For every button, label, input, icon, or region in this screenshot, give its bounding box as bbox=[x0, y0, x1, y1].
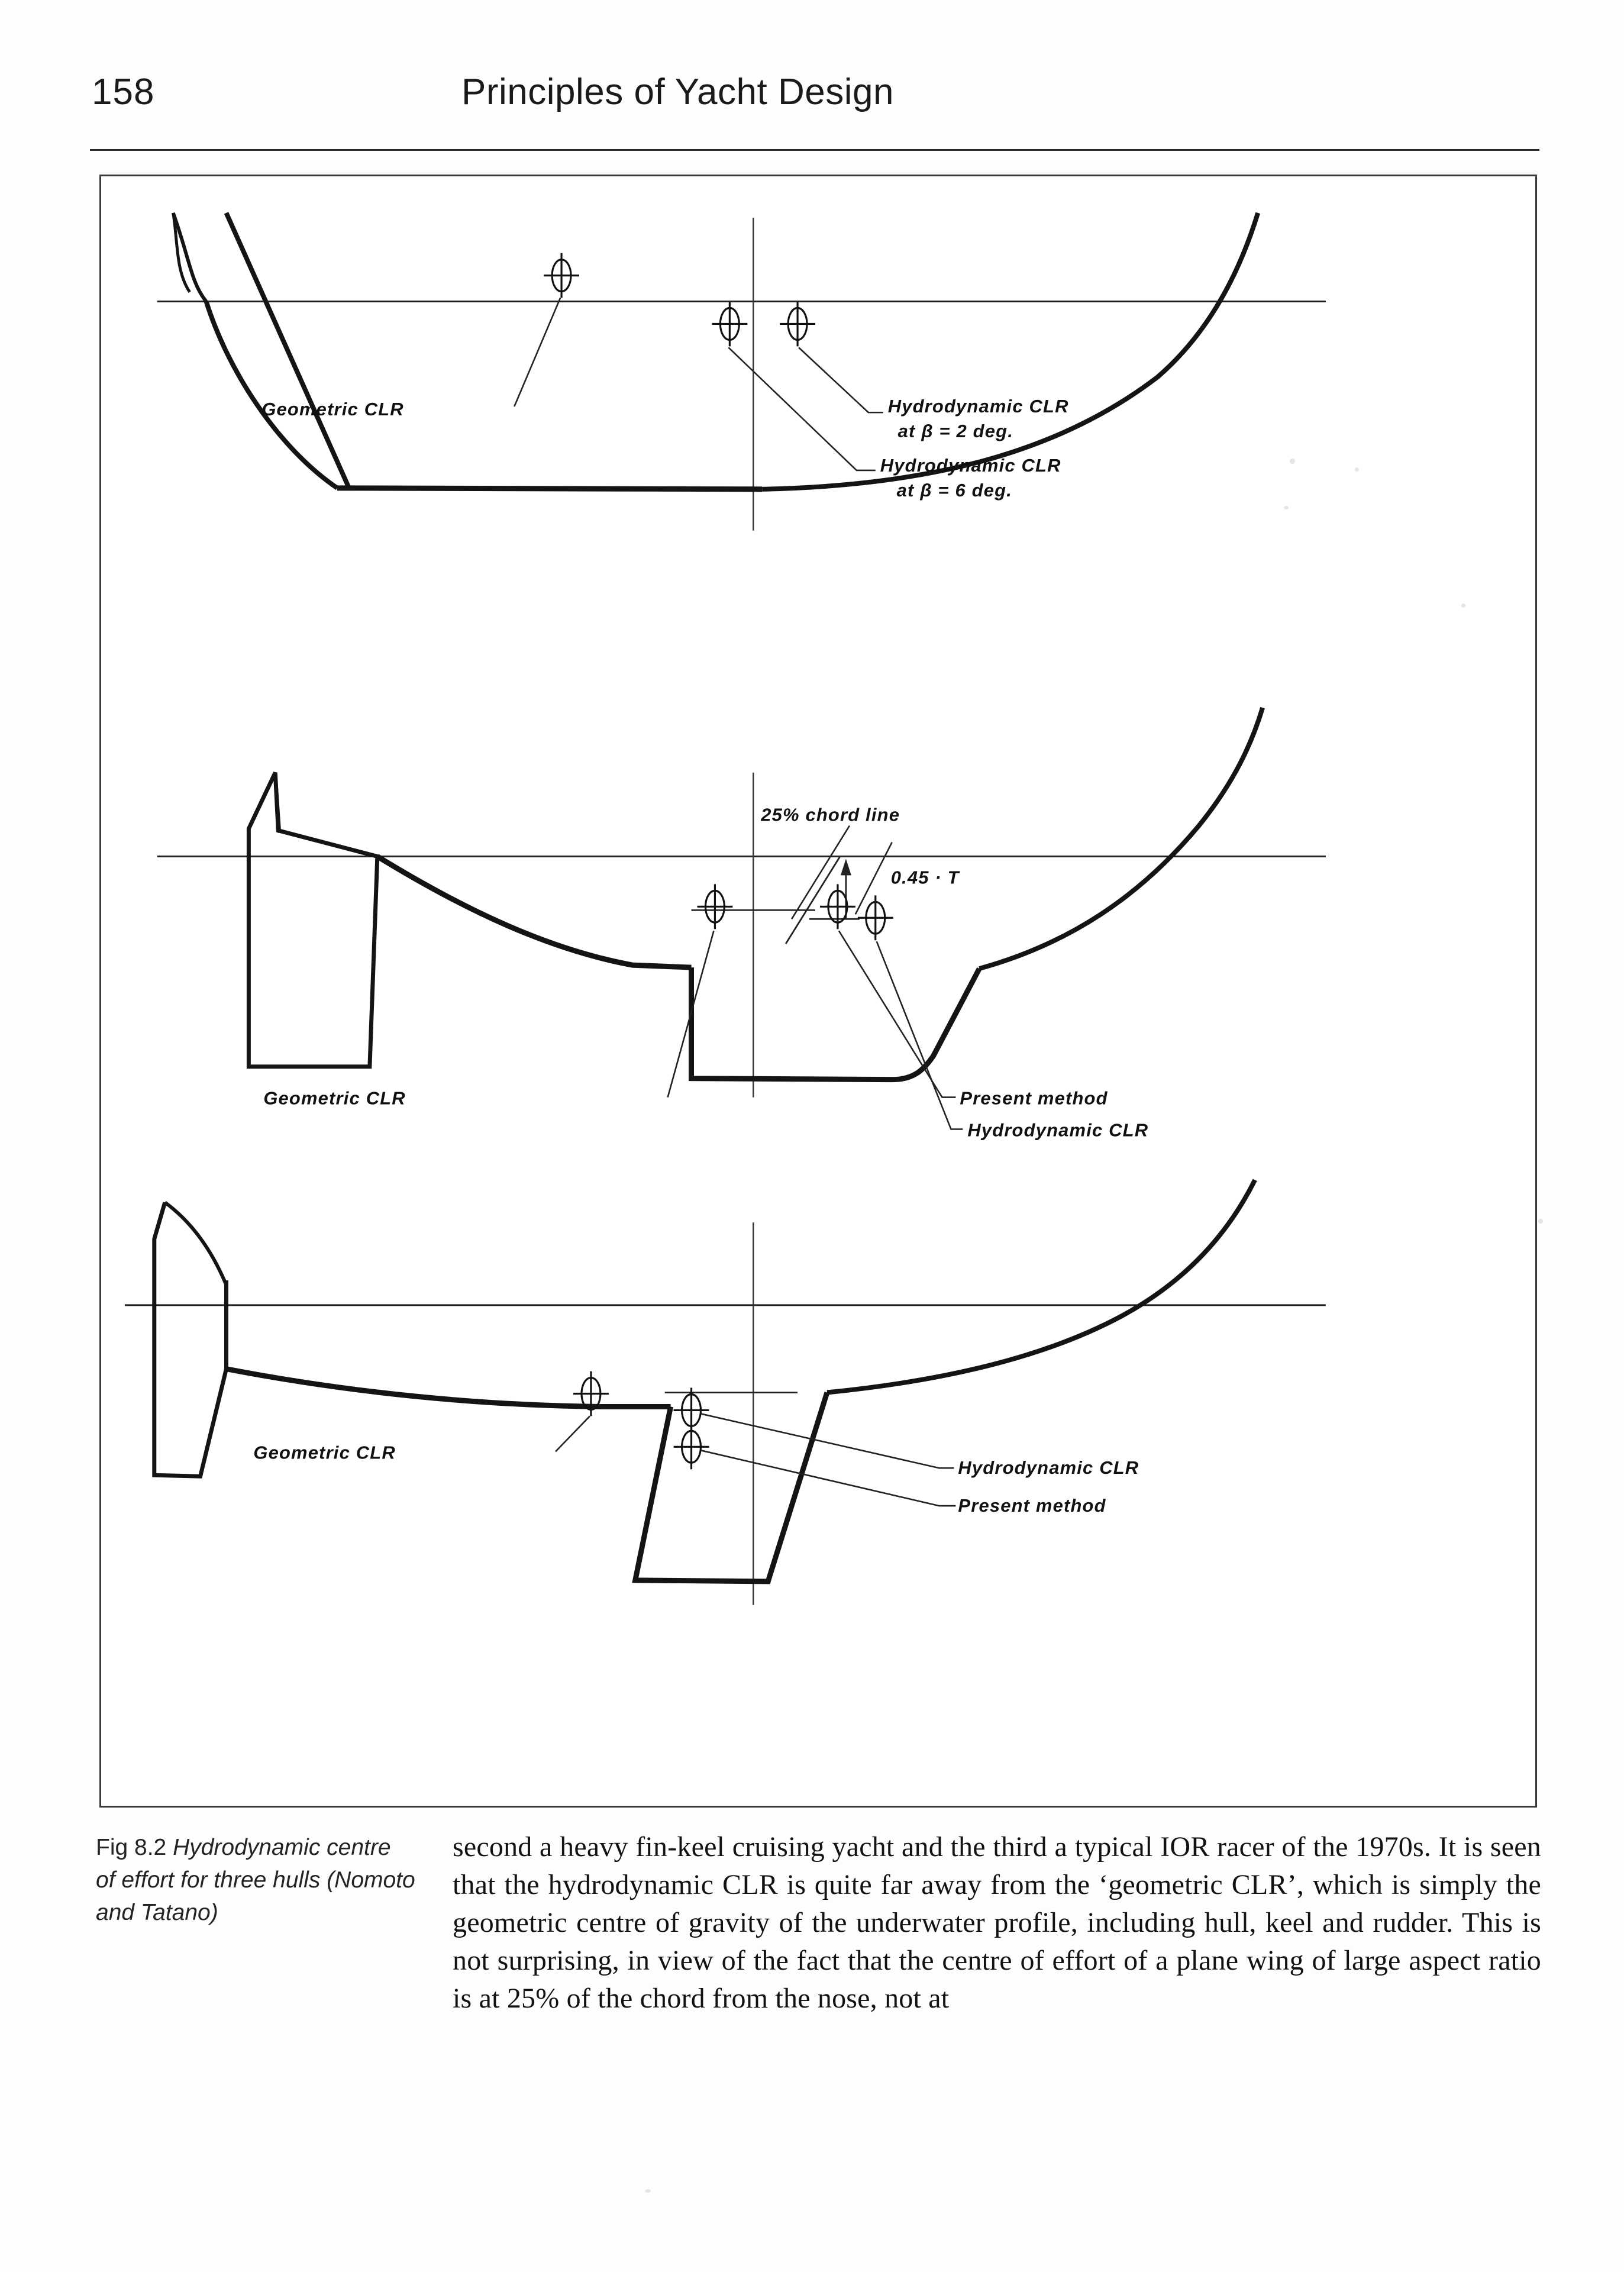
leader-geometric-2 bbox=[667, 930, 715, 1098]
chord-25-line-2 bbox=[784, 856, 841, 944]
leader-hydro-clr-3 bbox=[700, 1413, 954, 1469]
canoe-body-2 bbox=[376, 854, 692, 970]
rudder-leading-edge-3 bbox=[163, 1200, 228, 1286]
rudder-post-2 bbox=[273, 772, 282, 833]
canoe-body-3 bbox=[225, 1366, 671, 1409]
header-rule bbox=[90, 149, 1539, 151]
panel-3-ior-racer: Geometric CLR Hydrodynamic CLR Present m… bbox=[124, 1179, 1326, 1605]
figure-frame: Geometric CLR Hydrodynamic CLR at β = 2 … bbox=[99, 175, 1537, 1808]
rudder-2 bbox=[246, 772, 380, 1069]
figure-drawing: Geometric CLR Hydrodynamic CLR at β = 2 … bbox=[124, 212, 1326, 1605]
bow-knuckle-1 bbox=[172, 212, 191, 293]
panel2-depth-dimension-label: 0.45 · T bbox=[891, 867, 961, 888]
panel1-hydro-clr-2deg-label-line1: Hydrodynamic CLR bbox=[888, 396, 1069, 417]
panel-2-fin-keel-cruiser: 25% chord line 0.45 · T Geometric CLR Pr… bbox=[157, 706, 1326, 1140]
leader-present-method-2 bbox=[838, 930, 956, 1098]
scan-speckle bbox=[1284, 506, 1289, 509]
afterbody-1 bbox=[762, 212, 1260, 492]
stem-rake-1 bbox=[224, 212, 351, 489]
forefoot-1 bbox=[204, 301, 339, 490]
panel1-hydro-clr-6deg-label-line2: at β = 6 deg. bbox=[897, 480, 1012, 501]
scan-speckle bbox=[645, 2189, 651, 2193]
geometric-clr-marker-1 bbox=[543, 252, 580, 299]
panel2-hydrodynamic-clr-label: Hydrodynamic CLR bbox=[967, 1119, 1148, 1140]
leader-chord-25-2 bbox=[791, 825, 850, 919]
panel1-geometric-clr-label: Geometric CLR bbox=[261, 399, 404, 419]
panel3-hydrodynamic-clr-label: Hydrodynamic CLR bbox=[958, 1457, 1139, 1478]
panel2-geometric-clr-label: Geometric CLR bbox=[263, 1088, 406, 1109]
page-number: 158 bbox=[92, 72, 155, 112]
running-head: 158 Principles of Yacht Design bbox=[0, 71, 1624, 136]
leader-present-method-3 bbox=[700, 1450, 956, 1507]
panel3-present-method-label: Present method bbox=[958, 1495, 1106, 1516]
scan-speckle bbox=[1355, 467, 1359, 472]
leader-geometric-1 bbox=[514, 298, 561, 407]
present-method-marker-3 bbox=[673, 1423, 711, 1470]
present-method-marker-2 bbox=[857, 894, 895, 941]
keel-bottom-1 bbox=[337, 485, 763, 492]
scan-speckle bbox=[1290, 459, 1295, 464]
figure-caption-text: Hydrodynamic centre of effort for three … bbox=[96, 1835, 415, 1925]
figure-caption-number: Fig 8.2 bbox=[96, 1835, 173, 1860]
leader-hydro-6deg-1 bbox=[728, 347, 876, 472]
hydrodynamic-clr-marker-2 bbox=[819, 883, 857, 930]
leader-hydro-clr-2 bbox=[876, 941, 963, 1130]
panel-1-long-keel: Geometric CLR Hydrodynamic CLR at β = 2 … bbox=[157, 212, 1326, 531]
bow-stem-1 bbox=[171, 212, 208, 303]
afterbody-3 bbox=[826, 1179, 1257, 1395]
figure-caption: Fig 8.2 Hydrodynamic centre of effort fo… bbox=[96, 1831, 415, 1929]
leader-hydro-2deg-1 bbox=[798, 347, 883, 414]
book-title: Principles of Yacht Design bbox=[461, 72, 894, 112]
rudder-3 bbox=[152, 1202, 228, 1479]
body-paragraph: second a heavy fin-keel cruising yacht a… bbox=[453, 1831, 1541, 2014]
geometric-clr-marker-2 bbox=[696, 883, 734, 930]
panel3-geometric-clr-label: Geometric CLR bbox=[253, 1442, 396, 1463]
body-text-column: second a heavy fin-keel cruising yacht a… bbox=[453, 1828, 1541, 2018]
scan-speckle bbox=[1538, 1219, 1543, 1224]
leader-dim-045T-2 bbox=[854, 841, 893, 915]
fin-keel-2 bbox=[689, 967, 982, 1083]
scan-speckle bbox=[1461, 604, 1465, 608]
fin-keel-3 bbox=[632, 1392, 830, 1584]
afterbody-2 bbox=[979, 706, 1265, 971]
geometric-clr-marker-3 bbox=[572, 1370, 610, 1418]
panel1-hydro-clr-2deg-label-line2: at β = 2 deg. bbox=[898, 421, 1013, 441]
panel2-chord-line-label: 25% chord line bbox=[760, 805, 900, 825]
panel2-present-method-label: Present method bbox=[960, 1088, 1108, 1109]
hydrodynamic-clr-2deg-marker-1 bbox=[779, 300, 816, 347]
dimension-arrowhead-2 bbox=[840, 859, 851, 876]
panel1-hydro-clr-6deg-label-line1: Hydrodynamic CLR bbox=[880, 455, 1061, 476]
leader-geometric-3 bbox=[555, 1415, 590, 1453]
hydrodynamic-clr-6deg-marker-1 bbox=[711, 300, 748, 347]
